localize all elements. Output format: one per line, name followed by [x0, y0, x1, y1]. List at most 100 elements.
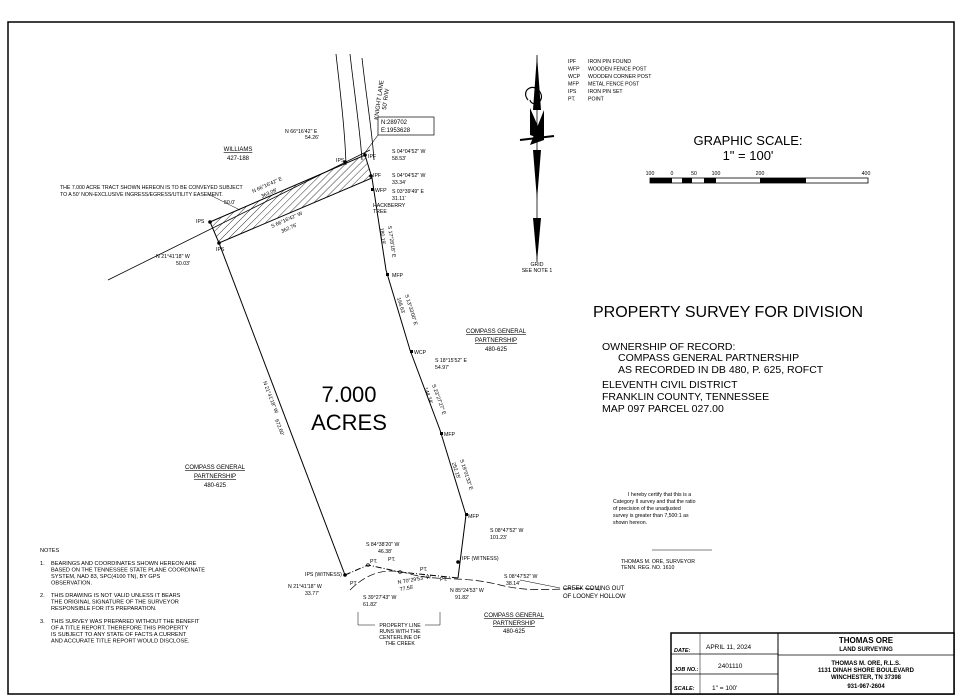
call-distance: 672.60' [273, 419, 285, 437]
adjoiner-compass-south: PARTNERSHIP [493, 621, 535, 627]
legend-code: PT. [568, 97, 576, 103]
company-address: WINCHESTER, TN 37398 [831, 675, 902, 681]
leader-line [363, 134, 379, 155]
tract-boundary [218, 177, 467, 579]
adjoiner-compass-east: PARTNERSHIP [475, 338, 517, 344]
graphic-scale-ratio: 1" = 100' [723, 148, 774, 163]
marker-mfp: MFP [392, 273, 403, 279]
monuments: IPS IPF IPF WFP HACKBERRY TREE IPS IPS M… [196, 153, 499, 587]
survey-title: PROPERTY SURVEY FOR DIVISION [593, 304, 863, 321]
adjoiner-compass-west-ref: 480-625 [204, 483, 227, 489]
notes-block: NOTES 1. BEARINGS AND COORDINATES SHOWN … [40, 548, 205, 645]
ownership-line: OWNERSHIP OF RECORD: [602, 341, 735, 353]
graphic-scale-title: GRAPHIC SCALE: [693, 133, 802, 148]
ownership-block: OWNERSHIP OF RECORD: COMPASS GENERAL PAR… [602, 341, 824, 415]
legend-desc: POINT [588, 97, 605, 103]
graphic-scale: GRAPHIC SCALE: 1" = 100' 100 0 50 100 20… [646, 133, 871, 184]
marker-ipf: IPF [373, 173, 381, 179]
company-address: THOMAS M. ORE, R.L.S. [831, 661, 901, 667]
title-block: DATE: APRIL 11, 2024 JOB NO.: 2401110 SC… [670, 632, 955, 695]
call-bearing: N 85°24'53" W [450, 588, 484, 594]
marker-ips: IPS [196, 219, 205, 225]
adjoiner-compass-west: COMPASS GENERAL [185, 465, 246, 471]
boundary-calls: N 66°16'42" E 54.26' S 04°04'52" W 58.53… [156, 129, 538, 608]
north-arrow-label: GRID [531, 262, 544, 268]
scale-tick: 50 [691, 171, 697, 177]
legend-desc: WOODEN CORNER POST [588, 74, 652, 80]
legend-desc: IRON PIN SET [588, 89, 623, 95]
svg-text:OBSERVATION.: OBSERVATION. [51, 581, 92, 587]
scale-tick: 400 [862, 171, 871, 177]
surveyor-reg: TENN. REG. NO. 1610 [621, 565, 674, 571]
call-bearing: S 08°47'52" W [490, 528, 524, 534]
creek-line [349, 570, 601, 591]
svg-text:THE ORIGINAL SIGNATURE OF THE: THE ORIGINAL SIGNATURE OF THE SURVEYOR [51, 600, 179, 606]
call-distance: 50.03' [176, 261, 190, 267]
svg-text:OF A TITLE REPORT. THEREFORE T: OF A TITLE REPORT. THEREFORE THIS PROPER… [51, 626, 188, 632]
north-arrow-icon [519, 55, 555, 262]
call-bearing: S 08°47'52" W [504, 574, 538, 580]
ownership-line: FRANKLIN COUNTY, TENNESSEE [602, 391, 769, 403]
scale-tick: 100 [646, 171, 655, 177]
marker-pt: PT. [370, 559, 378, 565]
scale-tick: 200 [756, 171, 765, 177]
call-distance: 54.97' [435, 365, 449, 371]
marker-pt: PT. [440, 577, 448, 583]
svg-text:Category II survey and that th: Category II survey and that the ratio [613, 499, 696, 505]
road-width: 50' R/W [382, 88, 391, 110]
call-bearing: S 17°28'18" E [386, 225, 396, 258]
coordinate-east: E:1953628 [381, 128, 411, 134]
svg-text:THIS DRAWING IS NOT VALID UNLE: THIS DRAWING IS NOT VALID UNLESS IT BEAR… [51, 593, 181, 599]
legend-desc: IRON PIN FOUND [588, 59, 631, 65]
ownership-line: ELEVENTH CIVIL DISTRICT [602, 379, 738, 391]
svg-text:IS SUBJECT TO ANY STATE OF FAC: IS SUBJECT TO ANY STATE OF FACTS A CURRE… [51, 632, 187, 638]
call-bearing: N 70°29'53" W [397, 574, 431, 586]
north-arrow-note: SEE NOTE 1 [522, 268, 553, 274]
call-distance: 61.82' [363, 602, 377, 608]
adjoiner-williams-ref: 427-188 [227, 156, 250, 162]
knight-lane-road [335, 53, 375, 166]
svg-text:AND ACCURATE TITLE REPORT WOUL: AND ACCURATE TITLE REPORT WOULD DISCLOSE… [51, 639, 190, 645]
marker-ips: IPS [336, 158, 345, 164]
leader-line [207, 193, 241, 211]
legend: IPF IRON PIN FOUND WFP WOODEN FENCE POST… [568, 59, 652, 103]
creek-note: THE CREEK [385, 641, 415, 647]
adjoiner-compass-east-ref: 480-625 [485, 347, 508, 353]
call-bearing: N 21°41'18" W [288, 584, 322, 590]
adjoiner-williams: WILLIAMS [224, 147, 253, 153]
call-distance: 46.38' [378, 549, 392, 555]
legend-code: WFP [568, 67, 580, 73]
scale-label: SCALE: [674, 686, 695, 692]
svg-text:survey is greater than 7,500:1: survey is greater than 7,500:1 as [613, 513, 689, 519]
svg-text:RESPONSIBLE FOR ITS PREPARATIO: RESPONSIBLE FOR ITS PREPARATION. [51, 606, 157, 612]
svg-text:2.: 2. [40, 593, 45, 599]
road-name: KNIGHT LANE [374, 80, 385, 120]
call-bearing: S 39°27'43" W [363, 595, 397, 601]
marker-pt: PT. [420, 567, 428, 573]
marker-ipf: IPF [368, 154, 376, 160]
scale-value: 1" = 100' [712, 685, 737, 692]
notes-title: NOTES [40, 548, 60, 554]
call-distance: 252.15' [450, 462, 461, 480]
call-distance: 180.19' [378, 227, 386, 245]
adjoiner-compass-south-ref: 480-625 [503, 629, 526, 635]
acreage-value: 7.000 [321, 382, 376, 407]
svg-text:I hereby certify that this is: I hereby certify that this is a [628, 492, 691, 498]
coordinate-north: N:289702 [381, 120, 408, 126]
call-distance: 31.11' [392, 196, 406, 202]
marker-hackberry: HACKBERRY [373, 203, 406, 209]
call-distance: 33.77' [305, 591, 319, 597]
creek-note: RUNS WITH THE [379, 629, 421, 635]
company-phone: 931-967-2604 [847, 684, 885, 690]
marker-pt: PT. [350, 581, 358, 587]
call-bearing: N 66°16'42" E [285, 129, 318, 135]
marker-wcp: WCP [414, 350, 427, 356]
marker-hackberry: TREE [373, 209, 387, 215]
scale-tick: 100 [712, 171, 721, 177]
call-distance: 38.14' [506, 581, 520, 587]
job-label: JOB NO.: [674, 667, 699, 673]
call-distance: 168.63' [395, 297, 406, 315]
adjoiner-compass-east: COMPASS GENERAL [466, 329, 527, 335]
creek-label: OF LOONEY HOLLOW [563, 594, 626, 600]
call-bearing: N 21°41'18" W [156, 254, 190, 260]
